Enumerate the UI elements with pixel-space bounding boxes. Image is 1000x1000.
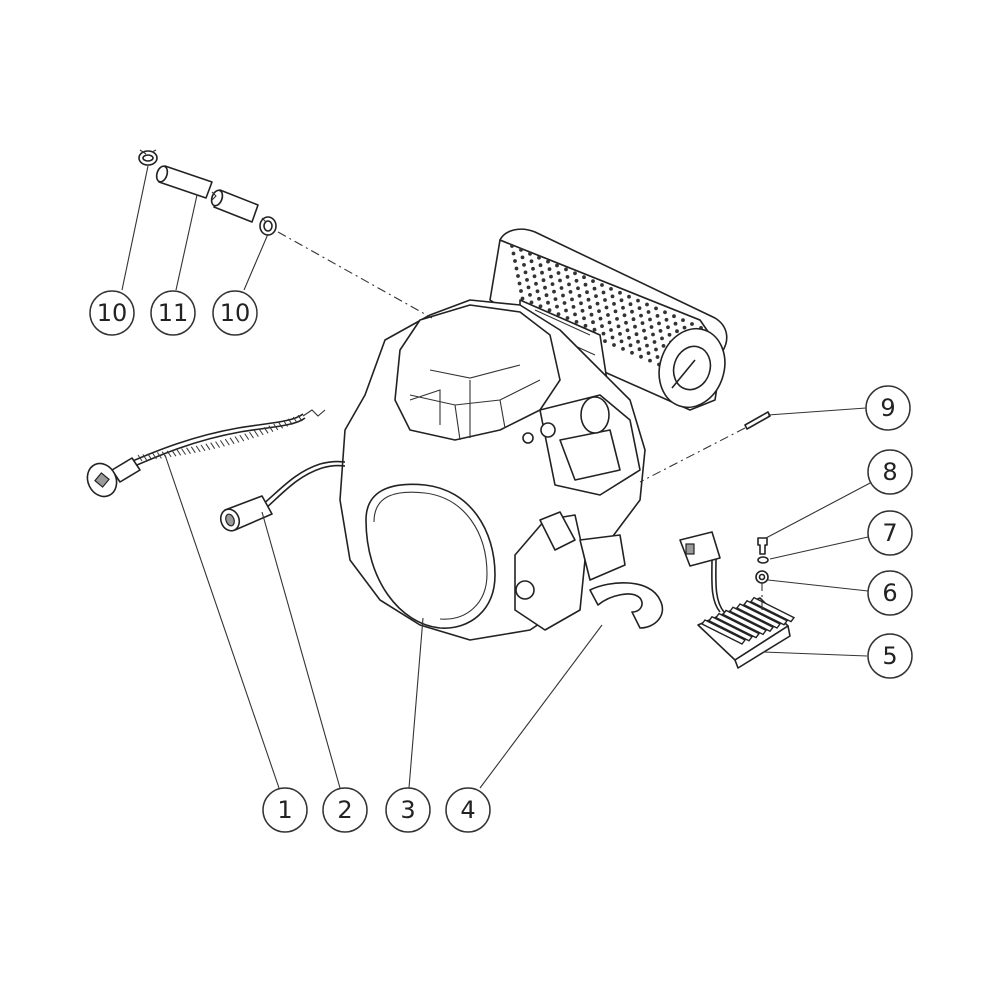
callout-4: 4	[445, 787, 491, 833]
engine-assembly	[339, 228, 728, 641]
voltage-regulator	[679, 531, 796, 669]
ignition-wire	[219, 460, 346, 532]
fuel-line-kit	[138, 149, 433, 319]
callout-9: 9	[865, 385, 911, 431]
leader-lines	[121, 165, 873, 789]
callout-7: 7	[867, 510, 913, 556]
lock-washer	[757, 556, 769, 564]
oil-drain-hose	[589, 582, 664, 629]
hose-clamp	[138, 149, 158, 166]
screw	[757, 537, 768, 555]
fuel-hose-left	[155, 165, 213, 199]
callout-label: 8	[882, 458, 897, 486]
callout-label: 9	[880, 394, 895, 422]
callout-label: 10	[97, 299, 128, 327]
cotter-pin	[639, 411, 771, 483]
callout-10-right: 10	[212, 290, 258, 336]
callout-label: 10	[220, 299, 251, 327]
callout-11: 11	[150, 290, 196, 336]
hose-clamp	[259, 216, 277, 236]
callout-label: 2	[337, 796, 352, 824]
throttle-cable	[86, 409, 326, 498]
callout-2: 2	[322, 787, 368, 833]
flywheel-cover	[365, 483, 496, 629]
callout-6: 6	[867, 570, 913, 616]
callout-label: 3	[400, 796, 415, 824]
callout-label: 7	[882, 519, 897, 547]
callout-5: 5	[867, 633, 913, 679]
fuel-hose-right	[210, 189, 259, 223]
callout-label: 6	[882, 579, 897, 607]
callout-label: 4	[460, 796, 475, 824]
callout-label: 11	[158, 299, 189, 327]
callout-8: 8	[867, 449, 913, 495]
callout-1: 1	[262, 787, 308, 833]
callout-10-left: 10	[89, 290, 135, 336]
callout-3: 3	[385, 787, 431, 833]
callout-label: 5	[882, 642, 897, 670]
callout-label: 1	[277, 796, 292, 824]
